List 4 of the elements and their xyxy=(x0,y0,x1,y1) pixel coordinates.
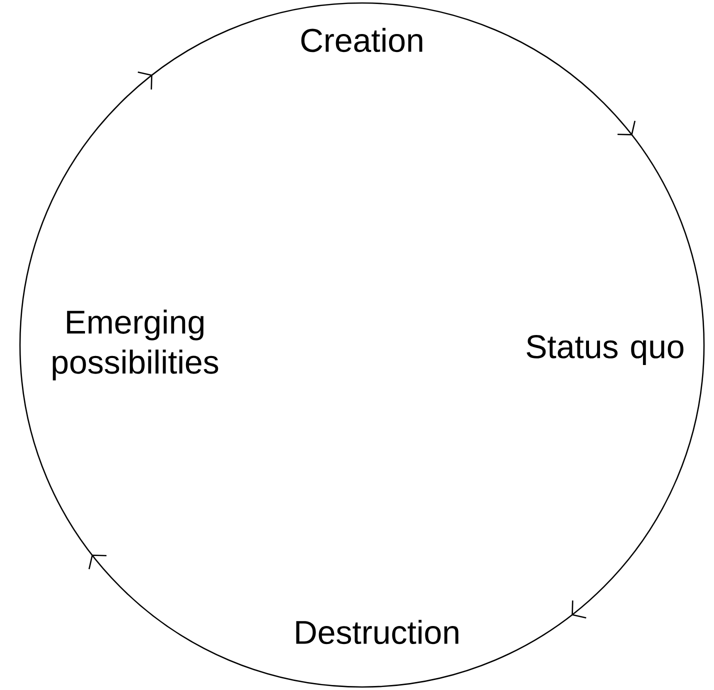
cycle-label: Status quo xyxy=(526,335,684,365)
cycle-label: Destruction xyxy=(296,620,458,644)
cycle-label: Emerging possibilities xyxy=(52,310,218,380)
cycle-label: Creation xyxy=(301,28,422,52)
